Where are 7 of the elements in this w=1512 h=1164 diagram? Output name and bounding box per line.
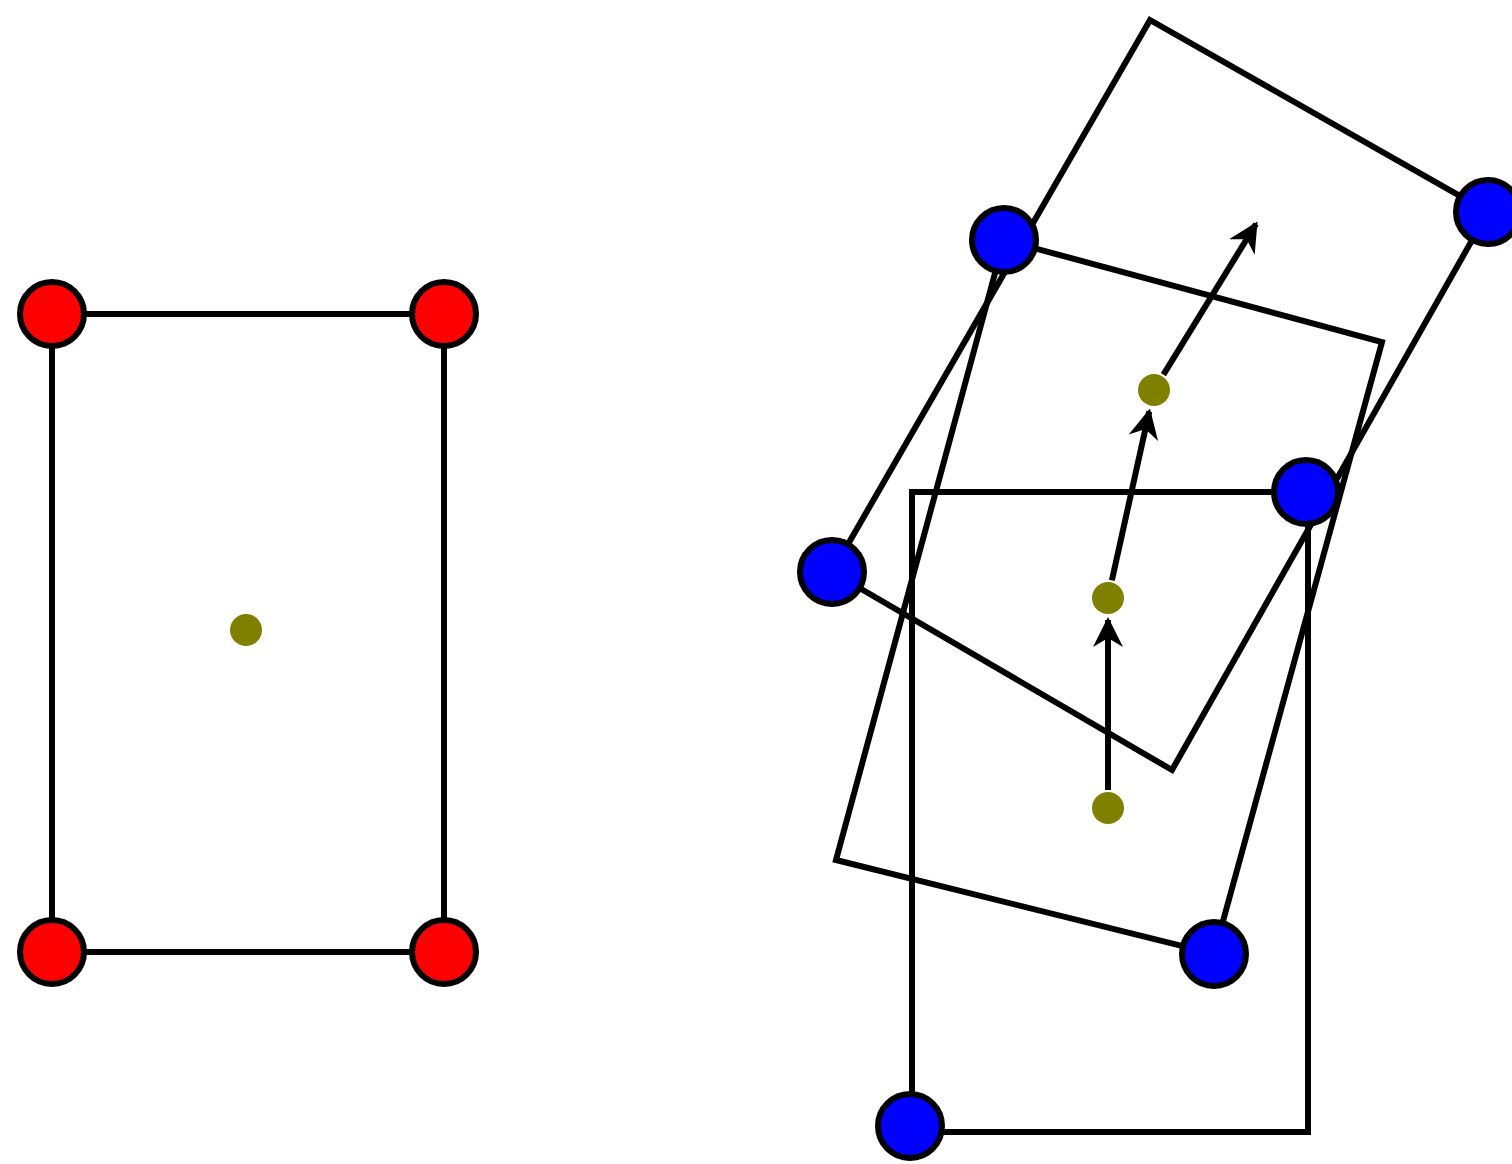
arrow — [1093, 617, 1123, 790]
center-dot — [1092, 582, 1124, 614]
center-dot — [1092, 792, 1124, 824]
arrow — [1160, 221, 1259, 377]
center-dot — [1138, 374, 1170, 406]
center-dot — [230, 614, 262, 646]
arrow — [1108, 408, 1159, 582]
